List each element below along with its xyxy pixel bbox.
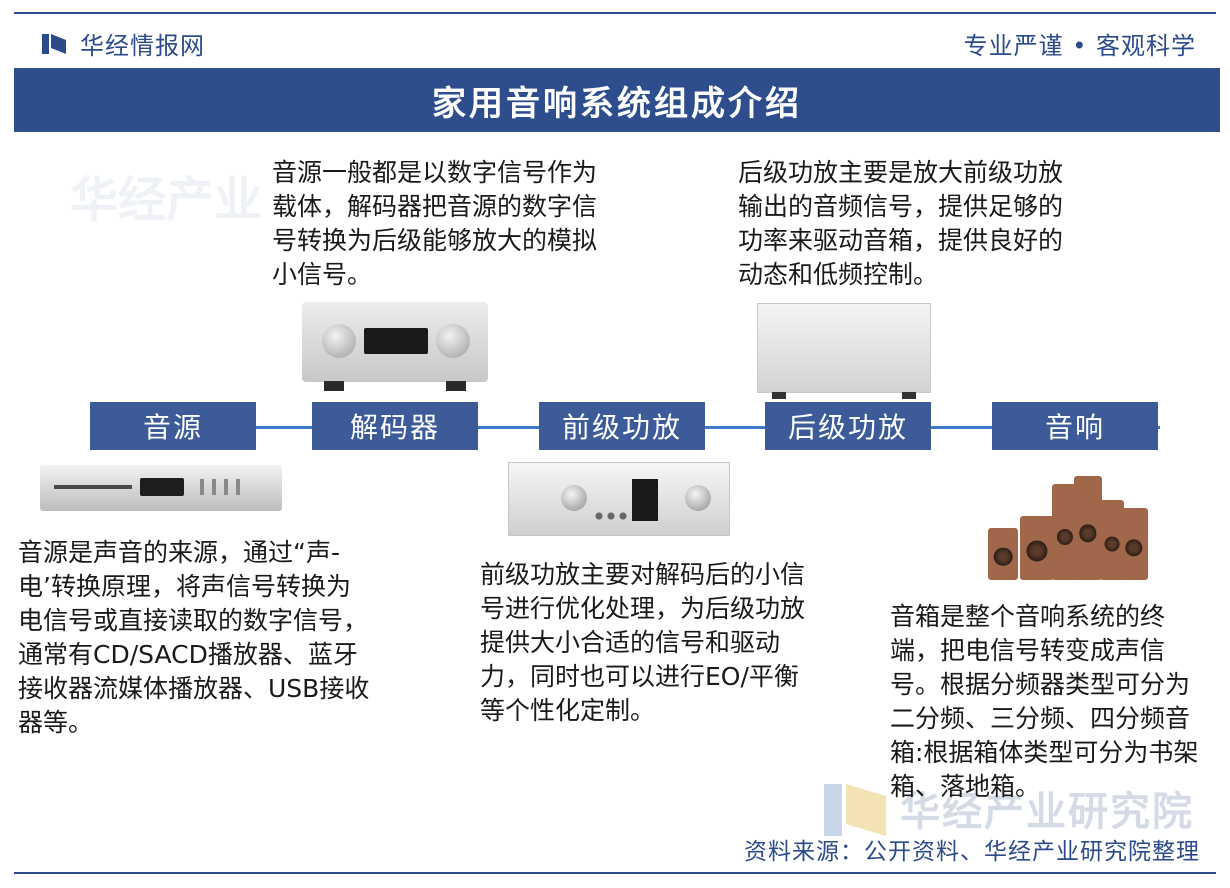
top-border xyxy=(14,12,1216,14)
brand: 华经情报网 xyxy=(40,26,205,61)
flow-node-source: 音源 xyxy=(90,402,256,450)
preamp-description: 前级功放主要对解码后的小信号进行优化处理，为后级功放提供大小合适的信号和驱动力，… xyxy=(480,560,806,725)
brand-logo-icon xyxy=(42,33,66,54)
source-description: 音源是声音的来源，通过“声-电’转换原理，将声信号转换为电信号或直接读取的数字信… xyxy=(18,538,370,737)
watermark-right: 华经产业研究院 xyxy=(820,776,1194,840)
watermark-right-text: 华经产业研究院 xyxy=(900,789,1194,835)
flow-node-decoder: 解码器 xyxy=(312,402,478,450)
flow-node-preamp: 前级功放 xyxy=(539,402,705,450)
brand-name: 华经情报网 xyxy=(80,32,205,60)
flow-node-speaker: 音响 xyxy=(992,402,1158,450)
speaker-description: 音箱是整个音响系统的终端，把电信号转变成声信号。根据分频器类型可分为二分频、三分… xyxy=(890,602,1199,801)
preamp-device-image xyxy=(508,462,730,536)
cd-player-image xyxy=(40,465,282,511)
page-title: 家用音响系统组成介绍 xyxy=(14,68,1220,132)
poweramp-device-image xyxy=(757,303,931,399)
flow-node-poweramp: 后级功放 xyxy=(765,402,931,450)
watermark-logo-icon xyxy=(824,784,886,836)
watermark-left: 华经产业 xyxy=(70,172,263,228)
poweramp-description: 后级功放主要是放大前级功放输出的音频信号，提供足够的功率来驱动音箱，提供良好的动… xyxy=(738,158,1064,289)
decoder-device-image xyxy=(302,302,488,391)
slogan: 专业严谨 • 客观科学 xyxy=(963,32,1196,60)
source-note: 资料来源：公开资料、华经产业研究院整理 xyxy=(744,839,1200,865)
bottom-border xyxy=(14,872,1216,874)
decoder-description: 音源一般都是以数字信号作为载体，解码器把音源的数字信号转换为后级能够放大的模拟小… xyxy=(272,158,598,289)
